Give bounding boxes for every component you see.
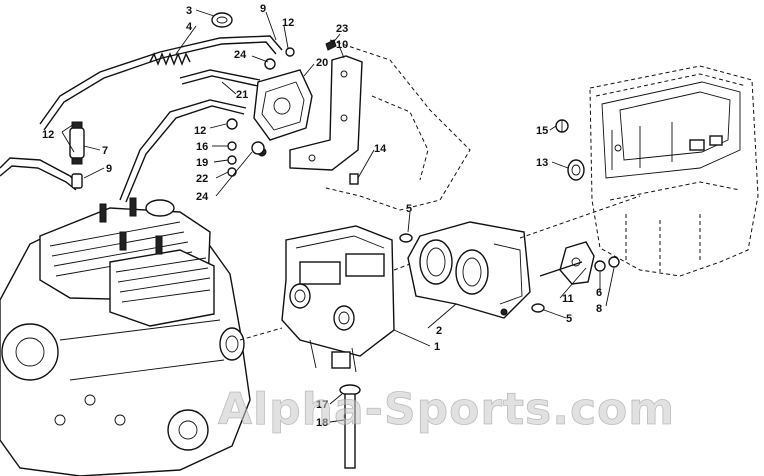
intake-adapter <box>407 221 531 319</box>
callout-16: 16 <box>196 141 208 153</box>
drain-tube <box>339 384 361 469</box>
callout-1: 1 <box>434 341 440 353</box>
carburetor-assembly <box>281 225 395 373</box>
watermark-text: Alpha-Sports.com <box>218 384 675 435</box>
rubber-caps <box>399 233 545 313</box>
callout-8: 8 <box>596 303 602 315</box>
callout-24-mid: 24 <box>196 191 209 203</box>
hose-spring <box>149 52 191 66</box>
callout-12-left: 12 <box>42 129 54 141</box>
callout-12-mid: 12 <box>194 125 206 137</box>
mounting-bracket <box>289 55 363 171</box>
fuel-filter <box>69 121 85 189</box>
callout-23: 23 <box>336 23 348 35</box>
callout-17: 17 <box>316 399 328 411</box>
callout-18: 18 <box>316 417 328 429</box>
callout-14: 14 <box>374 143 387 155</box>
callout-5-bottom: 5 <box>566 313 572 325</box>
air-silencer-box <box>589 65 759 277</box>
callout-10: 10 <box>336 39 348 51</box>
callout-4: 4 <box>186 21 193 33</box>
callout-24-top: 24 <box>234 49 247 61</box>
hose-clamp <box>211 12 233 28</box>
alignment-line-2 <box>393 263 411 271</box>
callout-3: 3 <box>186 5 192 17</box>
callout-15: 15 <box>536 125 548 137</box>
callout-9-top: 9 <box>260 3 266 15</box>
alignment-line <box>519 195 641 239</box>
callout-5-top: 5 <box>406 203 412 215</box>
callout-19: 19 <box>196 157 208 169</box>
callout-9-left: 9 <box>106 163 112 175</box>
engine <box>0 197 251 476</box>
fuel-hoses <box>0 35 283 203</box>
callout-21: 21 <box>236 89 248 101</box>
throttle-bracket <box>539 241 620 285</box>
fuel-pump <box>253 69 313 157</box>
callout-11: 11 <box>562 293 574 305</box>
callout-7: 7 <box>102 145 108 157</box>
alignment-line-3 <box>239 327 283 341</box>
small-fasteners <box>226 39 359 185</box>
callout-2: 2 <box>436 325 442 337</box>
callout-6: 6 <box>596 287 602 299</box>
callout-13: 13 <box>536 157 548 169</box>
callout-22: 22 <box>196 173 208 185</box>
callout-20: 20 <box>316 57 328 69</box>
callout-12-top: 12 <box>282 17 294 29</box>
intake-flange <box>567 159 585 181</box>
mount-bolt <box>555 119 569 133</box>
leader-lines <box>61 9 615 423</box>
